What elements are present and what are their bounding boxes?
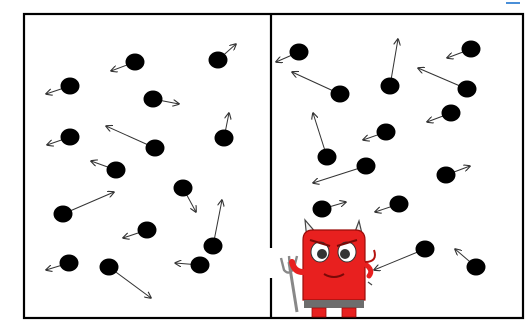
container-box: [22, 12, 525, 320]
particle-dot: [143, 90, 163, 108]
demon-tail: [364, 249, 376, 263]
demon-pants: [304, 300, 364, 308]
particle-dot: [214, 129, 234, 147]
particle-dot: [457, 80, 477, 98]
particle: [375, 195, 409, 213]
demon-arm-right: [362, 261, 374, 279]
particle: [46, 254, 79, 272]
particle-dot: [99, 258, 119, 276]
particle: [46, 77, 80, 95]
particle-dot: [441, 104, 461, 122]
particle-dot: [380, 77, 400, 95]
particle: [111, 53, 145, 72]
particle-dot: [203, 237, 223, 255]
particles-group: [46, 39, 486, 298]
particle: [106, 126, 165, 157]
particle-dot: [53, 205, 73, 223]
particle: [91, 161, 126, 179]
particle: [123, 221, 157, 239]
particle: [313, 113, 337, 166]
particle: [143, 90, 180, 108]
particle-dot: [317, 148, 337, 166]
particle: [436, 166, 471, 184]
particle-dot: [415, 240, 435, 258]
particle-dot: [376, 123, 396, 141]
particle-dot: [145, 139, 165, 157]
particle-dot: [106, 161, 126, 179]
particle: [313, 157, 376, 184]
particle: [276, 43, 309, 63]
particle-dot: [389, 195, 409, 213]
particle: [173, 179, 197, 213]
particle-dot: [125, 53, 145, 71]
particle-dot: [289, 43, 309, 61]
particle: [214, 113, 234, 147]
particle: [53, 192, 115, 223]
particle: [374, 240, 435, 271]
particle-dot: [330, 85, 350, 103]
particle: [427, 104, 461, 123]
demon-icon: [279, 218, 376, 318]
particle-dot: [461, 40, 481, 58]
particle-dot: [60, 128, 80, 146]
particle: [208, 44, 237, 69]
particle-dot: [190, 256, 210, 274]
particle: [47, 128, 80, 146]
particle-dot: [436, 166, 456, 184]
particle-dot: [137, 221, 157, 239]
particle-dot: [59, 254, 79, 272]
demon-arm-left: [289, 259, 306, 275]
particle: [292, 72, 350, 103]
particle-dot: [312, 200, 332, 218]
particle: [447, 40, 481, 59]
particle: [363, 123, 396, 141]
particle-dot: [60, 77, 80, 95]
particle: [312, 200, 347, 218]
particle-dot: [466, 258, 486, 276]
particle: [203, 200, 223, 255]
particle-dot: [208, 51, 228, 69]
particle: [418, 68, 477, 98]
particle: [380, 39, 400, 95]
particle-dot: [356, 157, 376, 175]
particle: [99, 258, 152, 299]
particle: [455, 249, 486, 276]
particle-dot: [173, 179, 193, 197]
particle: [175, 256, 210, 274]
